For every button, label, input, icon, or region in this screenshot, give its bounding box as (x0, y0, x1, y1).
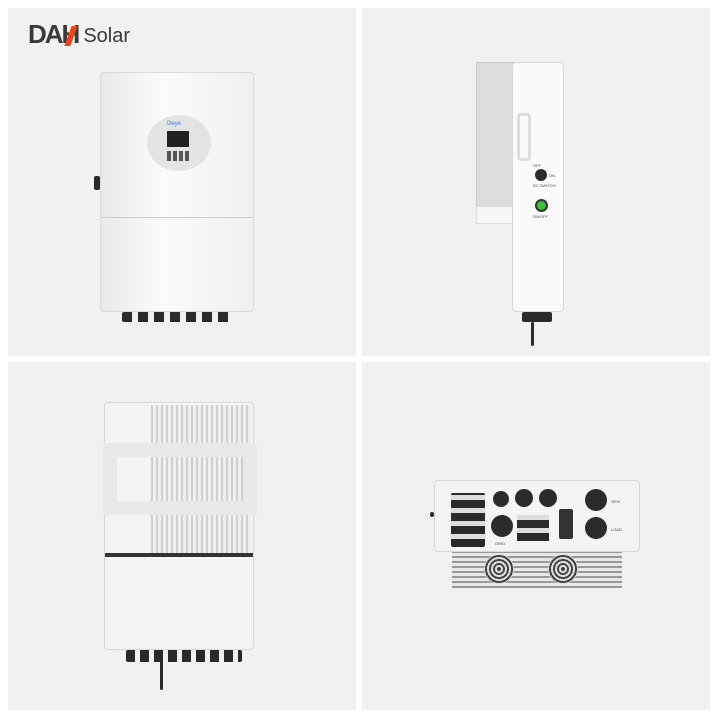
bottom-connectors (122, 312, 232, 322)
on-off-label: ON/OFF (533, 214, 549, 219)
bottom-view-panel: GRID GEN LOAD (362, 362, 710, 710)
dc-switch-label: DC SWITCH (533, 183, 556, 188)
side-clip (430, 512, 434, 517)
logo-suffix: Solar (83, 25, 131, 47)
cable (160, 660, 163, 690)
battery-connectors (517, 515, 549, 541)
dc-switch-knob[interactable] (535, 169, 547, 181)
on-label: ON (549, 173, 555, 178)
comm-port (559, 509, 573, 539)
lcd-screen (167, 131, 189, 147)
dc-switch (94, 176, 100, 190)
mount-bracket (476, 62, 516, 212)
power-button[interactable] (535, 199, 548, 212)
pv-connectors (451, 493, 485, 547)
off-label: OFF (533, 163, 541, 168)
fan-icon (484, 554, 514, 584)
grid-port (491, 515, 513, 537)
port (515, 489, 533, 507)
gen-port (585, 489, 607, 511)
gen-label: GEN (611, 499, 620, 504)
bottom-connectors (126, 650, 242, 662)
load-label: LOAD (611, 527, 622, 532)
port (539, 489, 557, 507)
bottom-connectors (522, 312, 552, 322)
display-brand: Deye (167, 121, 182, 127)
load-port (585, 517, 607, 539)
mounting-frame (103, 443, 257, 515)
grid-label: GRID (495, 541, 505, 546)
display-panel: Deye (147, 115, 211, 171)
handle (517, 113, 531, 161)
cable (531, 322, 534, 346)
inverter-rear (103, 402, 257, 650)
rear-view-panel (8, 362, 356, 710)
connector-plate: GRID GEN LOAD (434, 480, 640, 552)
inverter-front: Deye (100, 72, 254, 312)
front-view-panel: DAH Solar Deye (8, 8, 356, 356)
port (493, 491, 509, 507)
heatsink (151, 405, 251, 555)
inverter-side: OFF ON DC SWITCH ON/OFF (512, 62, 564, 312)
side-view-panel: OFF ON DC SWITCH ON/OFF (362, 8, 710, 356)
fan-icon (548, 554, 578, 584)
keypad (167, 151, 189, 161)
vent-grille (452, 552, 622, 588)
brand-logo: DAH Solar (28, 21, 131, 47)
